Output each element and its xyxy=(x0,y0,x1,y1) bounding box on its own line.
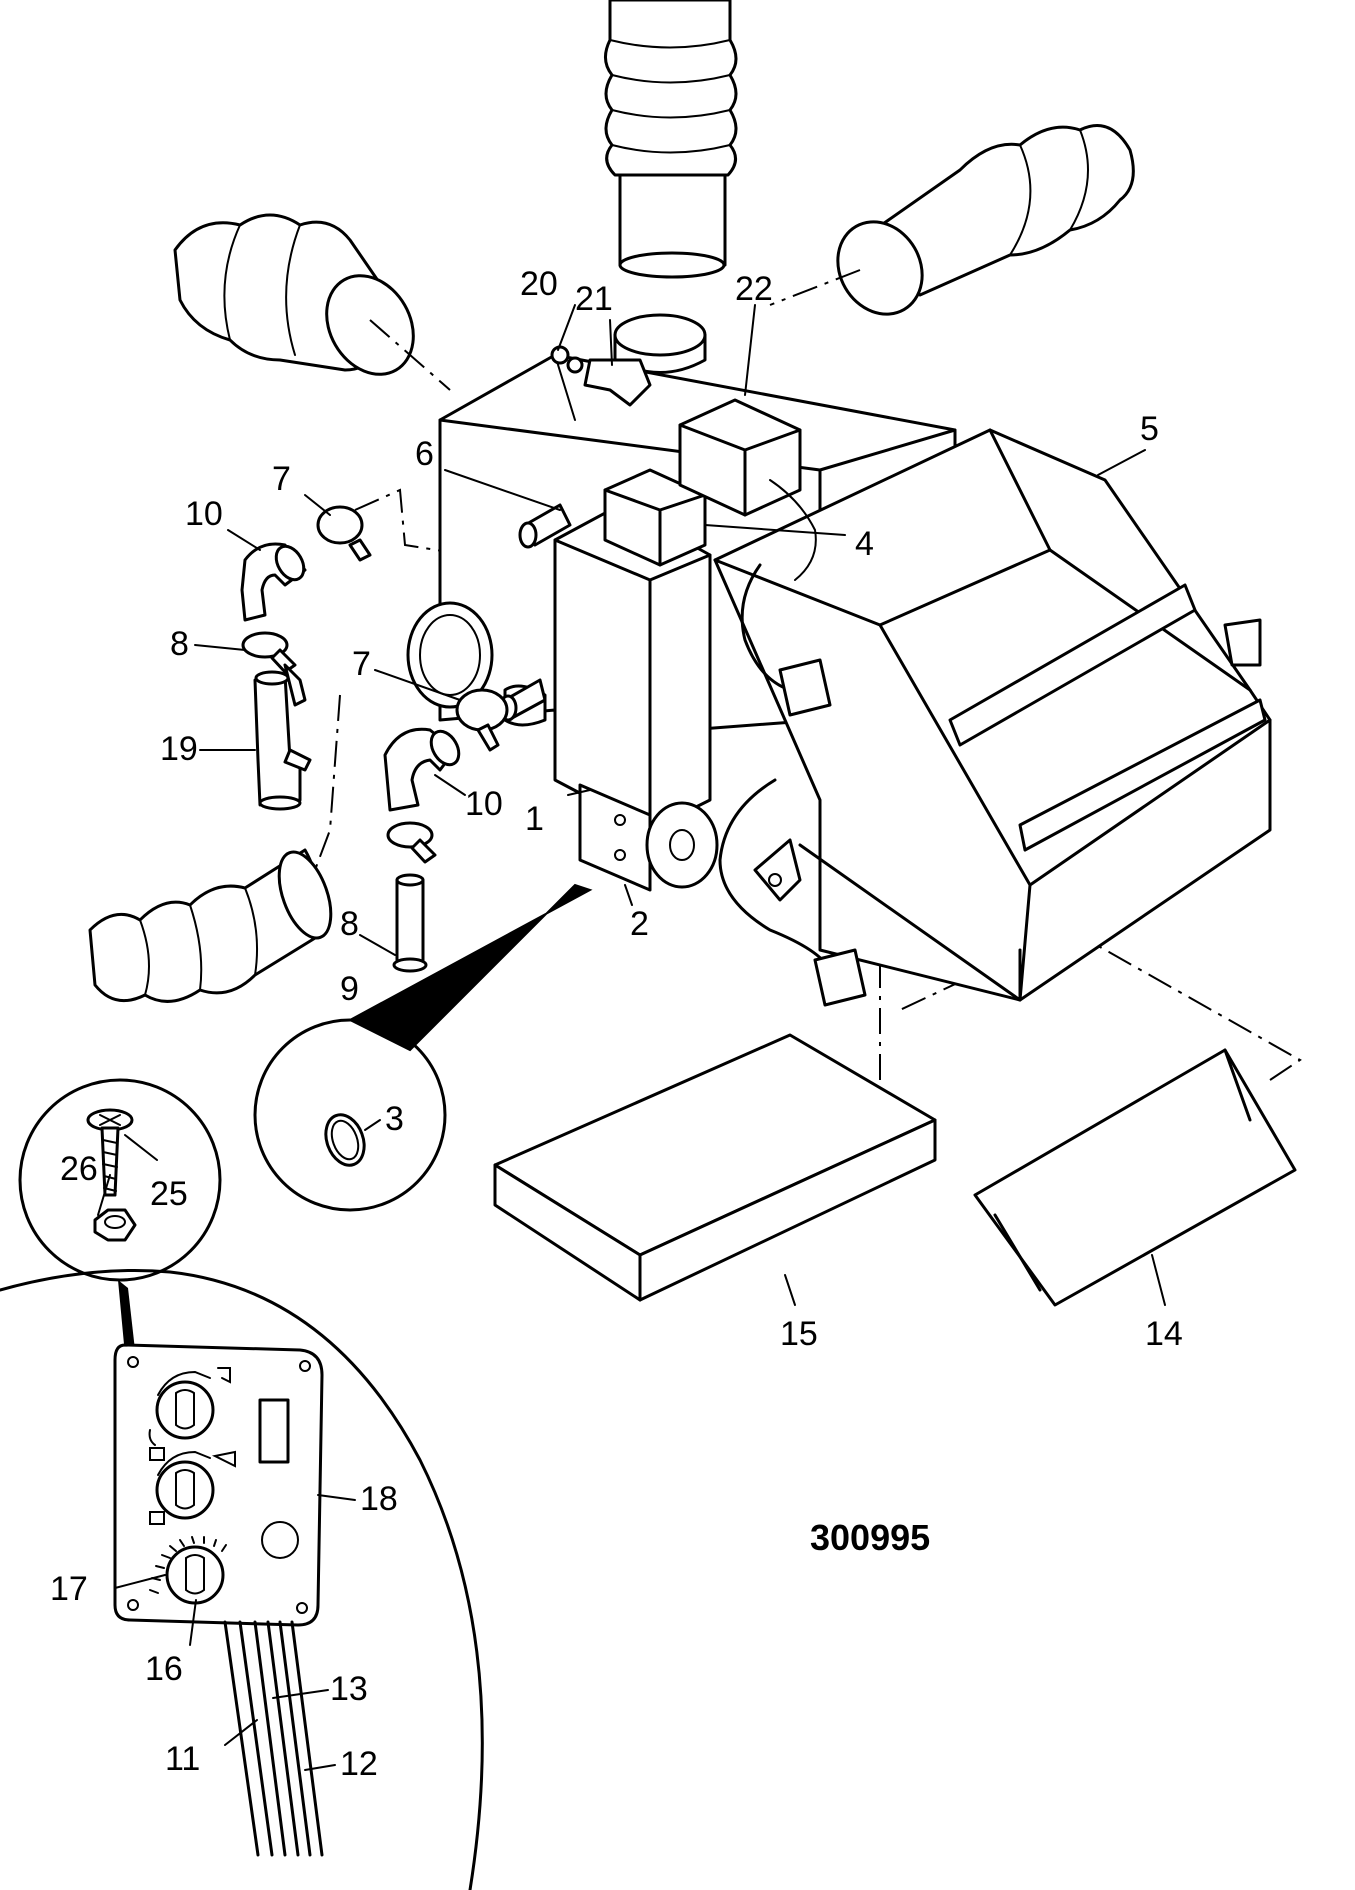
nut xyxy=(93,1208,137,1242)
callout-16: 16 xyxy=(145,1650,183,1688)
callout-6: 6 xyxy=(415,435,434,473)
valve-base xyxy=(578,783,652,892)
valve-port xyxy=(645,801,719,889)
heater-body xyxy=(713,428,1272,1002)
connector-plug xyxy=(778,658,832,717)
callout-14: 14 xyxy=(1145,1315,1183,1353)
callout-13: 13 xyxy=(330,1670,368,1708)
callout-4: 4 xyxy=(855,525,874,563)
assembly-line xyxy=(769,269,861,306)
assembly-line xyxy=(314,694,341,871)
hose-clamp-upper xyxy=(316,505,372,562)
callout-20: 20 xyxy=(520,265,558,303)
filter-slot xyxy=(948,583,1197,747)
cable-13 xyxy=(253,1620,287,1857)
leader-lines xyxy=(97,304,1166,1771)
left-duct-hose xyxy=(173,213,415,376)
callout-26: 26 xyxy=(60,1150,98,1188)
callout-3: 3 xyxy=(385,1100,404,1138)
cable-11 xyxy=(223,1620,260,1857)
callout-8b: 8 xyxy=(340,905,359,943)
connector-plug xyxy=(813,948,867,1007)
cable-12 xyxy=(278,1620,312,1857)
top-outlet xyxy=(613,313,707,357)
relay-4 xyxy=(603,468,707,567)
assembly-line xyxy=(899,928,1302,1081)
blower-knob xyxy=(155,1380,215,1440)
hose-clamp-lower xyxy=(455,688,509,752)
callout-12: 12 xyxy=(340,1745,378,1783)
mounting-bracket xyxy=(1223,618,1262,667)
relay-22 xyxy=(678,398,817,581)
callout-10a: 10 xyxy=(185,495,223,533)
filter-pad-14 xyxy=(973,1048,1297,1307)
callout-8a: 8 xyxy=(170,625,189,663)
indicator-window xyxy=(258,1398,290,1464)
seal-ring-detail xyxy=(253,883,593,1212)
callout-18: 18 xyxy=(360,1480,398,1518)
filter-pad-15 xyxy=(493,1033,937,1302)
control-panel-detail xyxy=(0,1268,484,1890)
callout-7b: 7 xyxy=(352,645,371,683)
callouts: 20 21 22 5 6 4 7 10 8 7 19 10 1 2 8 9 3 … xyxy=(50,265,1183,1783)
callout-7a: 7 xyxy=(272,460,291,498)
callout-17: 17 xyxy=(50,1570,88,1608)
drawing-reference-number: 300995 xyxy=(810,1517,930,1558)
callout-2: 2 xyxy=(630,905,649,943)
right-duct-hose xyxy=(836,124,1135,316)
side-outlet xyxy=(406,601,494,709)
valve-assembly xyxy=(553,503,719,892)
fixing-bracket-21 xyxy=(583,358,652,407)
callout-25: 25 xyxy=(150,1175,188,1213)
bottom-left-duct-hose xyxy=(88,848,333,1003)
shut-off-valve-19 xyxy=(253,663,312,811)
callout-10b: 10 xyxy=(465,785,503,823)
assembly-line xyxy=(369,319,451,391)
callout-15: 15 xyxy=(780,1315,818,1353)
callout-19: 19 xyxy=(160,730,198,768)
callout-5: 5 xyxy=(1140,410,1159,448)
callout-22: 22 xyxy=(735,270,773,308)
callout-1: 1 xyxy=(525,800,544,838)
wiring-harness xyxy=(718,563,867,1007)
hose-clamp-8a xyxy=(241,631,297,674)
scale-markings xyxy=(149,1536,227,1594)
callout-21: 21 xyxy=(575,280,613,318)
fastener-detail xyxy=(18,1078,222,1355)
elbow-hose-upper xyxy=(240,542,307,622)
fixing-screw-20 xyxy=(550,345,570,365)
callout-9: 9 xyxy=(340,970,359,1008)
elbow-hose-lower xyxy=(383,727,461,812)
top-duct-hose xyxy=(604,0,738,279)
temperature-knob xyxy=(155,1460,215,1520)
hose-clamp-8b xyxy=(386,821,437,864)
callout-11: 11 xyxy=(165,1740,200,1778)
pipe-9 xyxy=(392,873,428,973)
